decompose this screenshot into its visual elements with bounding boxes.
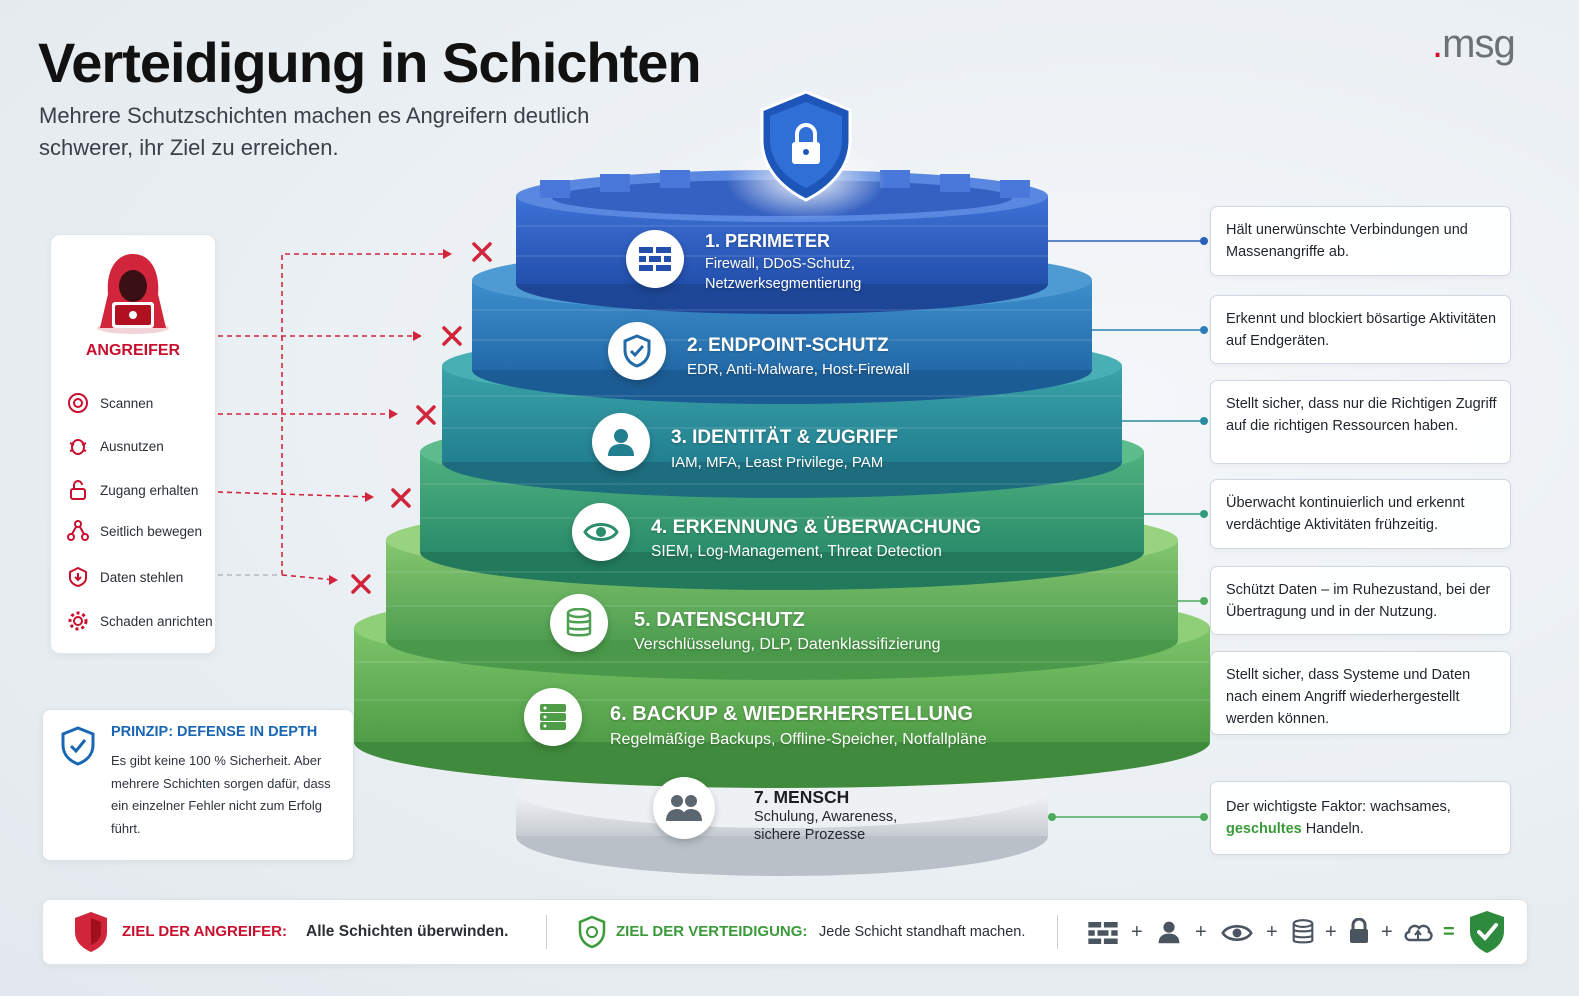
page-subtitle: Mehrere Schutzschichten machen es Angrei…: [39, 103, 590, 160]
principle-title: PRINZIP: DEFENSE IN DEPTH: [111, 724, 318, 740]
layer-4-icon-circle: [572, 503, 630, 561]
info-text: Der wichtigste Faktor: wachsames,: [1226, 799, 1451, 815]
layer-1-subtitle-2: Netzwerksegmentierung: [705, 276, 862, 292]
backup-server-icon: [540, 704, 566, 730]
step-scan: Scannen: [66, 389, 153, 417]
info-text: Handeln.: [1305, 821, 1364, 837]
green-shield-icon: [578, 915, 606, 949]
layer-3-subtitle: IAM, MFA, Least Privilege, PAM: [671, 454, 884, 471]
layer-1-title: 1. PERIMETER: [705, 231, 831, 251]
network-icon: [67, 520, 89, 541]
step-access: Zugang erhalten: [66, 476, 198, 504]
defense-goal-text: Jede Schicht standhaft machen.: [819, 924, 1026, 940]
plus-sign: +: [1266, 921, 1278, 943]
eye-icon: [583, 523, 619, 541]
info-box-human: Der wichtigste Faktor: wachsames, geschu…: [1210, 781, 1511, 855]
step-damage: Schaden anrichten: [66, 607, 213, 635]
info-text: Erkennt und blockiert bösartige Aktivitä…: [1226, 311, 1497, 349]
layer-5-icon-circle: [550, 594, 608, 652]
info-text: Hält unerwünschte Verbindungen und Masse…: [1226, 222, 1468, 260]
layer-7-subtitle-2: sichere Prozesse: [754, 827, 866, 843]
attacker-label: ANGREIFER: [85, 342, 181, 359]
gear-damage-icon: [68, 611, 88, 631]
user-icon: [1158, 921, 1180, 944]
layer-7-subtitle: Schulung, Awareness,: [754, 809, 898, 825]
principle-text: Es gibt keine 100 % Sicherheit. Aber meh…: [111, 753, 331, 836]
layer-5-subtitle: Verschlüsselung, DLP, Datenklassifizieru…: [634, 636, 941, 653]
step-exfiltrate: Daten stehlen: [66, 563, 183, 591]
user-icon: [608, 429, 634, 456]
equals-sign: =: [1443, 921, 1455, 943]
info-box-endpoint: Erkennt und blockiert bösartige Aktivitä…: [1210, 295, 1511, 364]
info-box-detection: Überwacht kontinuierlich und erkennt ver…: [1210, 479, 1511, 549]
bug-icon: [69, 439, 87, 455]
data-theft-icon: [69, 566, 87, 588]
msg-logo: .msg: [1432, 22, 1516, 66]
eye-icon: [1221, 925, 1253, 941]
layer-7-title: 7. MENSCH: [754, 787, 850, 807]
plus-sign: +: [1131, 921, 1143, 943]
layer-4-title: 4. ERKENNUNG & ÜBERWACHUNG: [651, 516, 982, 538]
target-icon: [68, 393, 88, 413]
step-exploit: Ausnutzen: [66, 432, 164, 460]
lock-icon: [1350, 918, 1368, 943]
defense-goal-label: ZIEL DER VERTEIDIGUNG:: [616, 923, 808, 940]
plus-sign: +: [1381, 921, 1393, 943]
firewall-icon: [1088, 922, 1118, 944]
green-shield-check-icon: [1470, 911, 1504, 953]
shield-icon: [623, 334, 651, 368]
layer-1-subtitle: Firewall, DDoS-Schutz,: [705, 256, 855, 272]
info-box-backup: Stellt sicher, dass Systeme und Daten na…: [1210, 651, 1511, 735]
plus-sign: +: [1195, 921, 1207, 943]
layer-2-icon-circle: [608, 322, 666, 380]
attacker-goal-label: ZIEL DER ANGREIFER:: [122, 923, 288, 940]
cloud-backup-icon: [1404, 924, 1433, 942]
layer-6-title: 6. BACKUP & WIEDERHERSTELLUNG: [610, 703, 973, 725]
layer-7-icon-circle: [653, 777, 715, 839]
step-label: Ausnutzen: [100, 438, 164, 454]
info-box-identity: Stellt sicher, dass nur die Richtigen Zu…: [1210, 380, 1511, 464]
layer-3-icon-circle: [592, 413, 650, 471]
database-icon: [1292, 919, 1314, 944]
step-label: Seitlich bewegen: [100, 523, 203, 539]
info-box-perimeter: Hält unerwünschte Verbindungen und Masse…: [1210, 206, 1511, 276]
red-shield-icon: [75, 912, 107, 952]
attacker-goal-text: Alle Schichten überwinden.: [306, 923, 509, 940]
plus-sign: +: [1325, 921, 1337, 943]
step-lateral: Seitlich bewegen: [66, 517, 202, 545]
step-label: Zugang erhalten: [100, 482, 199, 498]
divider: [546, 915, 547, 949]
unlock-icon: [70, 480, 86, 500]
step-label: Daten stehlen: [100, 569, 184, 585]
info-text: Überwacht kontinuierlich und erkennt ver…: [1226, 495, 1465, 533]
shield-check-icon: [61, 726, 95, 766]
firewall-icon: [639, 247, 671, 271]
layer-5-title: 5. DATENSCHUTZ: [634, 609, 805, 631]
info-text: Stellt sicher, dass Systeme und Daten na…: [1226, 667, 1471, 727]
database-icon: [566, 608, 592, 637]
info-box-data-protection: Schützt Daten – im Ruhezustand, bei der …: [1210, 566, 1511, 635]
layer-2-title: 2. ENDPOINT-SCHUTZ: [687, 335, 889, 356]
step-label: Scannen: [100, 395, 154, 411]
layer-2-subtitle: EDR, Anti-Malware, Host-Firewall: [687, 361, 910, 378]
people-icon: [666, 795, 702, 821]
info-highlight: geschultes: [1226, 821, 1302, 837]
page-title: Verteidigung in Schichten: [38, 31, 702, 94]
layer-4-subtitle: SIEM, Log-Management, Threat Detection: [651, 543, 942, 560]
info-text: Schützt Daten – im Ruhezustand, bei der …: [1226, 582, 1491, 620]
layer-6-subtitle: Regelmäßige Backups, Offline-Speicher, N…: [610, 731, 987, 748]
layer-6-icon-circle: [524, 688, 582, 746]
layer-1-icon-circle: [626, 230, 684, 288]
goals-bar: [42, 899, 1528, 965]
hooded-hacker-icon: [97, 254, 169, 334]
info-text: Stellt sicher, dass nur die Richtigen Zu…: [1226, 396, 1497, 434]
step-label: Schaden anrichten: [100, 613, 213, 629]
divider: [1057, 915, 1058, 949]
layer-3-title: 3. IDENTITÄT & ZUGRIFF: [671, 427, 898, 448]
